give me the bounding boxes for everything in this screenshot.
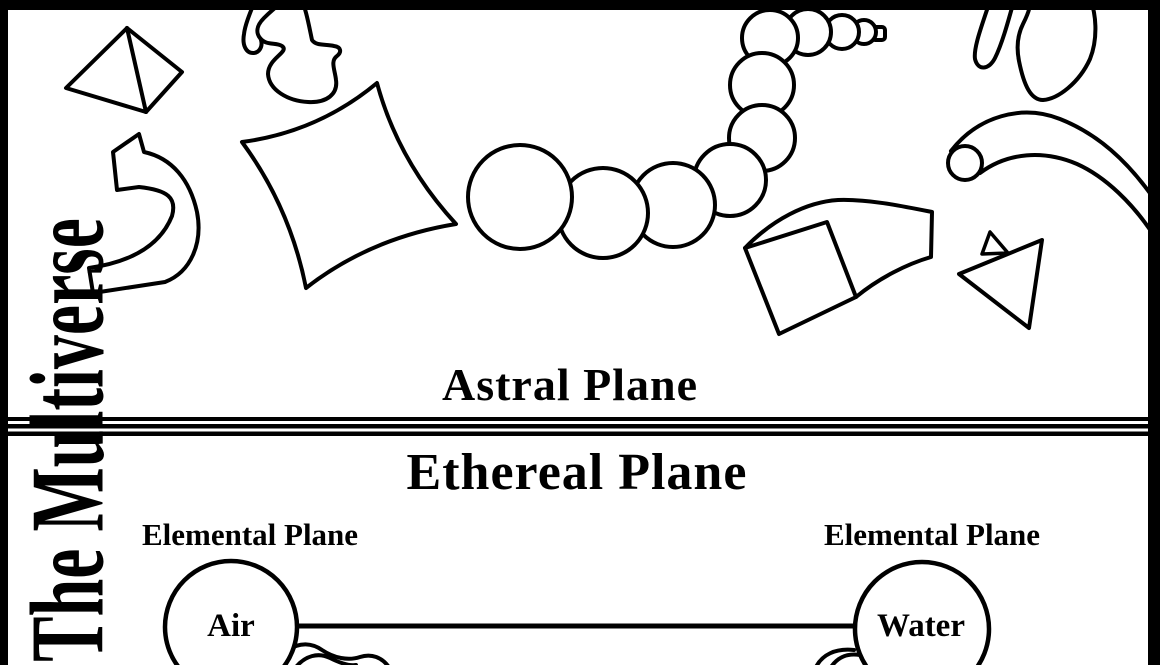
notched-triangle-island-icon [957, 230, 1044, 330]
wedge-slab-island-icon [743, 197, 934, 336]
elemental-plane-water-label: Elemental Plane [823, 517, 1041, 552]
diagram-title: The Multiverse [8, 218, 126, 662]
curved-arrow-island-icon [87, 132, 201, 295]
water-tendril [814, 647, 862, 665]
air-plane-node [162, 558, 300, 665]
elemental-plane-air-label: Elemental Plane [141, 517, 359, 552]
water-node-label: Water [877, 608, 965, 644]
air-tendril [286, 642, 390, 665]
astral-ethereal-separator [0, 417, 1160, 436]
water-plane-node [852, 559, 992, 665]
tetrahedron-island-icon [64, 26, 184, 114]
astral-plane-label: Astral Plane [441, 359, 699, 410]
sphere-chain-island-icon [466, 7, 887, 260]
star-island-icon [240, 81, 458, 290]
air-node-label: Air [207, 608, 255, 644]
ribbon-blob-island-icon [241, 0, 343, 105]
two-lobed-blob-island-icon [972, 0, 1098, 102]
ethereal-plane-label: Ethereal Plane [406, 444, 748, 501]
crescent-horn-island-icon [946, 110, 1155, 236]
